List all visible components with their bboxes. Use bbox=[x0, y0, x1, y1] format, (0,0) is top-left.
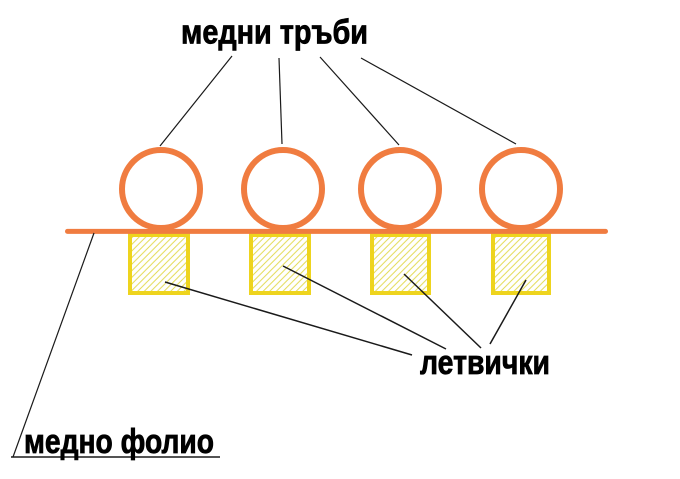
svg-text:летвички: летвички bbox=[420, 344, 550, 382]
svg-text:медно фолио: медно фолио bbox=[24, 423, 214, 461]
svg-text:медни тръби: медни тръби bbox=[181, 14, 368, 52]
